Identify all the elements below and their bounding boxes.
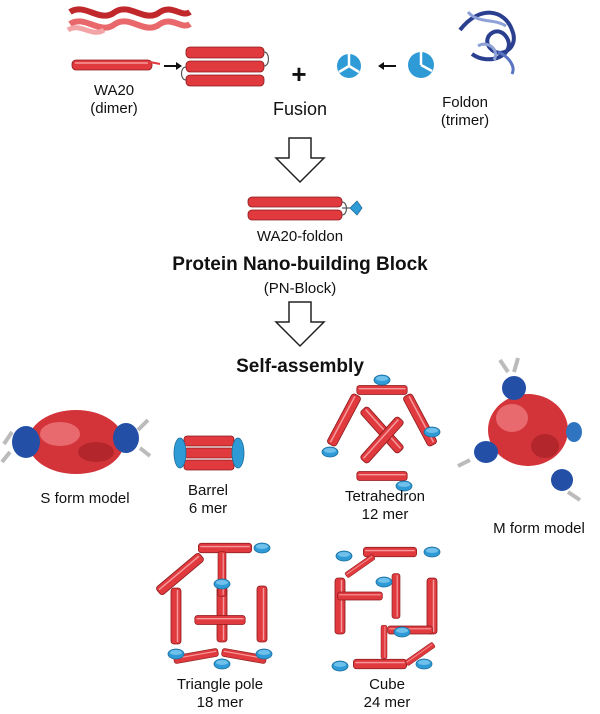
wa20-dimer-rods <box>180 46 270 87</box>
barrel-name-label: Barrel <box>187 482 228 499</box>
barrel-6mer-structure <box>173 435 245 471</box>
m-form-label: M form model <box>493 520 585 537</box>
fusion-label: Fusion <box>272 99 328 119</box>
foldon-name-label: Foldon <box>442 94 488 111</box>
wa20-monomer-rod <box>71 59 161 71</box>
wa20-name-label: WA20 <box>93 82 135 99</box>
cube-24mer-structure <box>331 546 441 672</box>
foldon-monomer-icon <box>408 52 434 78</box>
tetrahedron-mer-label: 12 mer <box>361 506 409 523</box>
plus-sign: + <box>291 59 307 89</box>
triangle-pole-mer-label: 18 mer <box>196 694 244 711</box>
wa20-ribbon-structure <box>66 6 192 35</box>
s-form-label: S form model <box>40 490 130 507</box>
triangle-pole-name-label: Triangle pole <box>176 676 264 693</box>
tetrahedron-name-label: Tetrahedron <box>344 488 426 505</box>
assembly-down-arrow <box>274 301 326 348</box>
foldon-state-label: (trimer) <box>440 112 490 129</box>
barrel-mer-label: 6 mer <box>188 500 228 517</box>
block-title: Protein Nano-building Block <box>172 254 428 275</box>
block-name-label: WA20-foldon <box>256 228 344 245</box>
s-form-model-structure <box>0 410 152 474</box>
foldon-ribbon-structure <box>458 10 516 75</box>
cube-name-label: Cube <box>369 676 405 693</box>
arrow-foldon-to-trimer <box>378 62 396 70</box>
self-assembly-title: Self-assembly <box>236 356 364 377</box>
block-abbr-label: (PN-Block) <box>263 280 337 297</box>
triangle-pole-18mer-structure <box>154 542 273 670</box>
foldon-trimer-icon <box>337 54 361 78</box>
cube-mer-label: 24 mer <box>363 694 411 711</box>
wa20-foldon-block-icon <box>247 196 363 221</box>
fusion-down-arrow <box>274 137 326 184</box>
m-form-model-structure <box>457 357 582 502</box>
wa20-state-label: (dimer) <box>90 100 138 117</box>
arrow-wa20-to-dimer <box>164 62 182 70</box>
tetrahedron-12mer-structure <box>321 374 441 492</box>
